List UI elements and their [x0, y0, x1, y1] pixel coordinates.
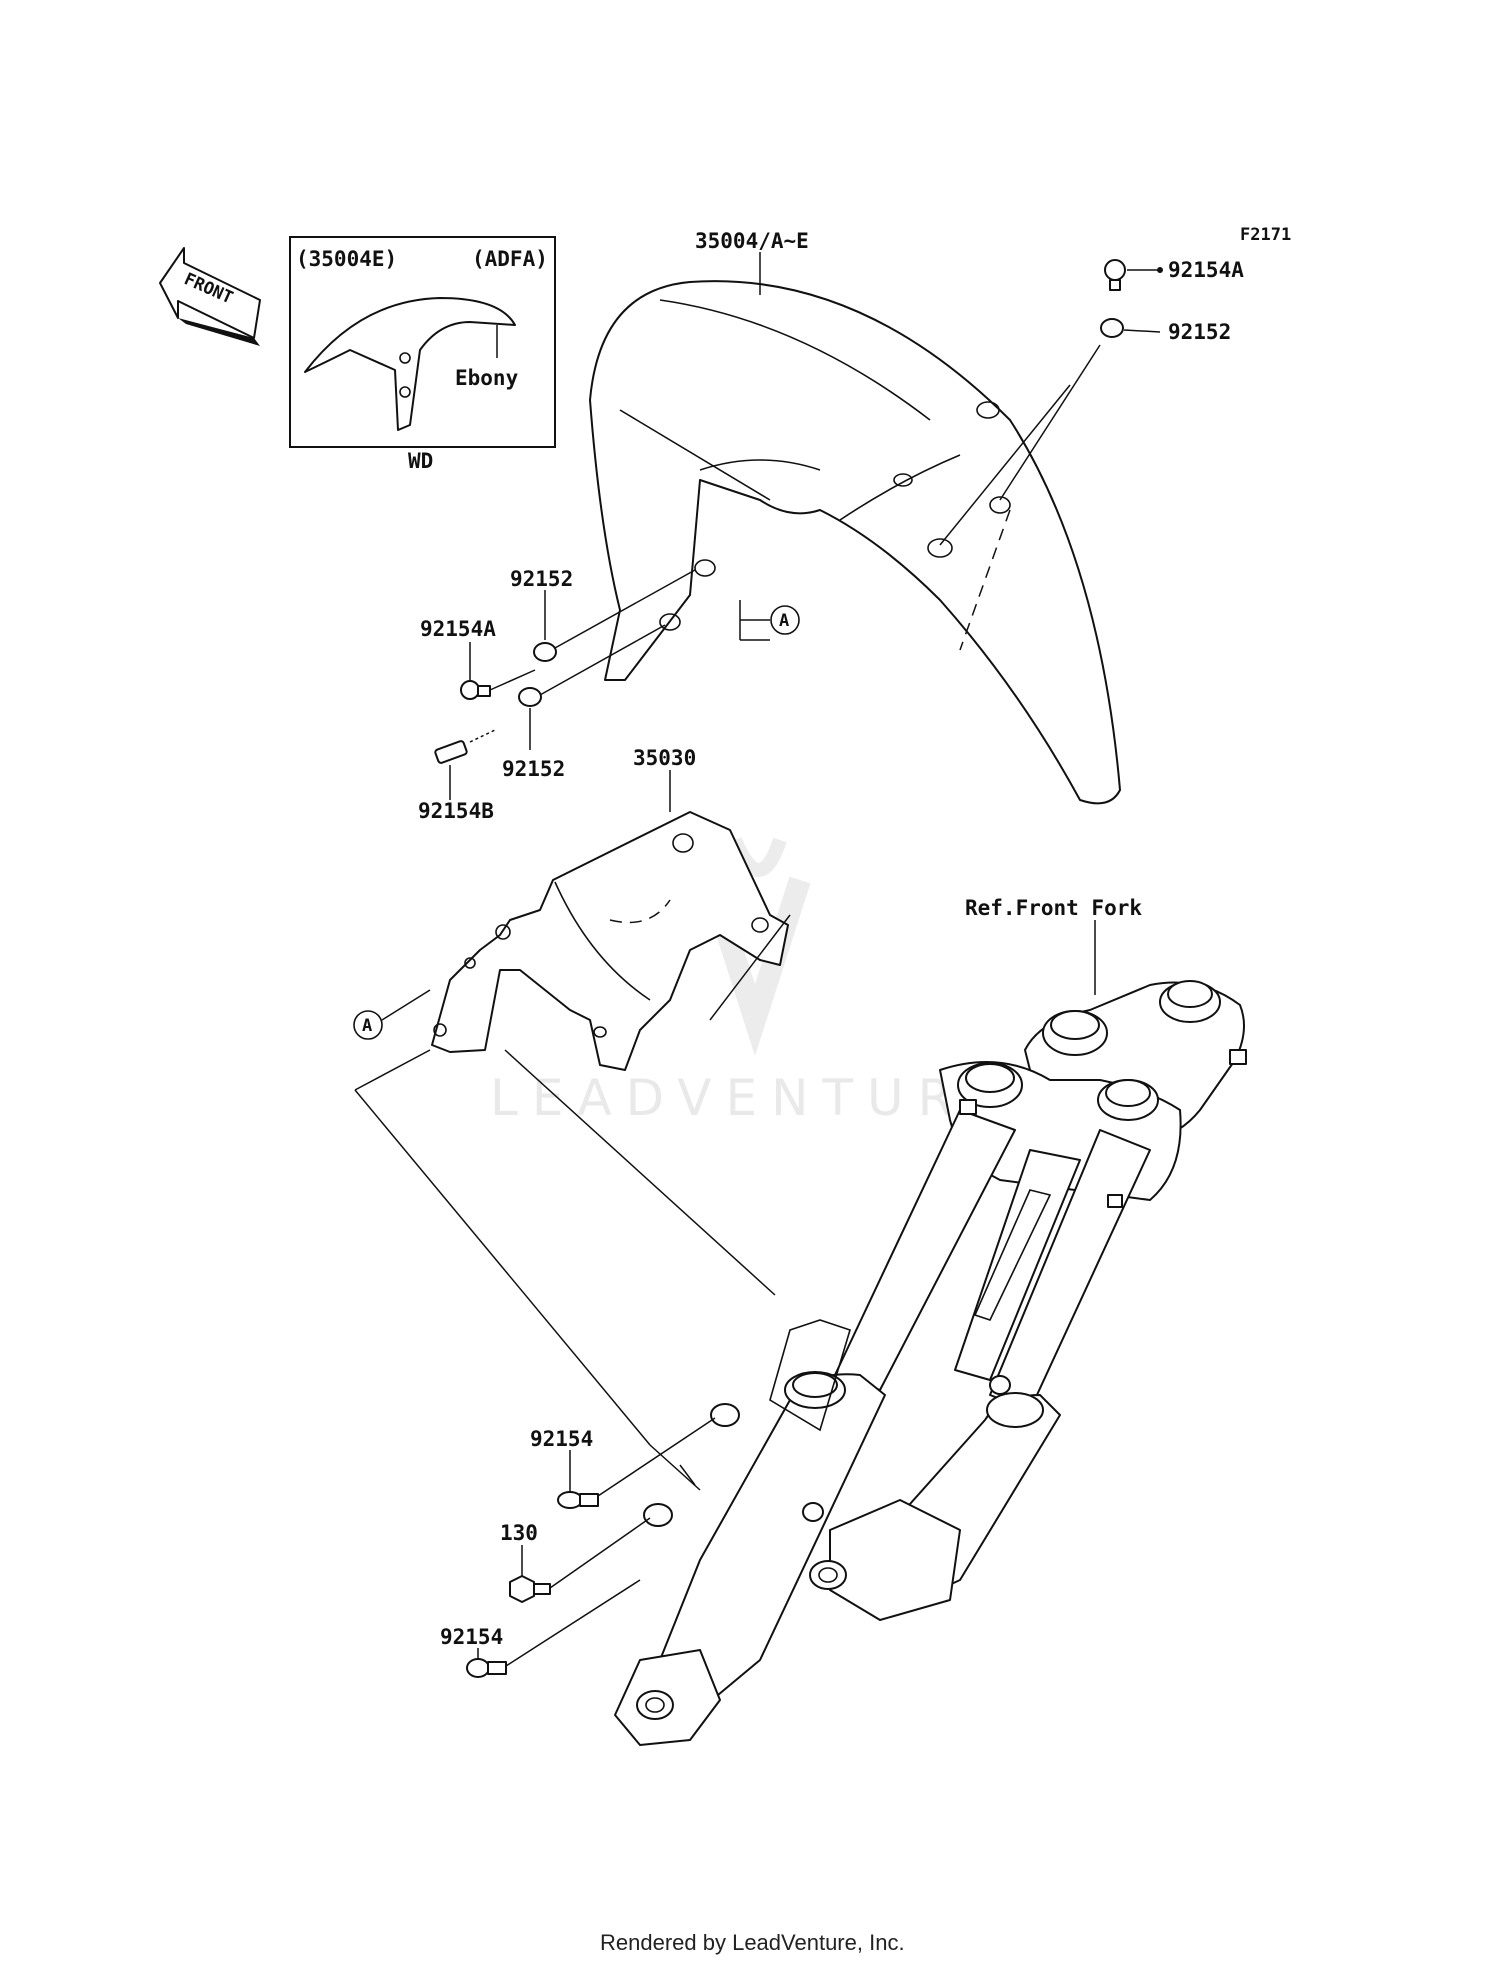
bolt-130 — [509, 1517, 651, 1603]
bolt-92154a-left — [460, 642, 536, 700]
callout-washer-top: 92152 — [1168, 320, 1231, 344]
washer-92152-lower — [518, 624, 666, 750]
inset-right-code: (ADFA) — [472, 247, 548, 271]
callout-bolt-left: 92154A — [420, 617, 496, 641]
inset-fender — [304, 297, 516, 431]
figure-id: F2171 — [1240, 225, 1291, 245]
washer-92152-top — [1100, 318, 1161, 338]
ref-a-lower-letter: A — [362, 1016, 372, 1036]
front-arrow-icon: FRONT — [159, 247, 261, 346]
bolt-92154-fork-2 — [466, 1579, 641, 1678]
fender-bracket — [431, 811, 789, 1071]
ref-a-upper-letter: A — [779, 611, 789, 631]
callout-washer-lower: 92152 — [502, 757, 565, 781]
callout-fender: 35004/A~E — [695, 229, 809, 253]
footer-credit: Rendered by LeadVenture, Inc. — [600, 1930, 905, 1955]
callout-bolt-130: 130 — [500, 1521, 538, 1545]
front-fender — [589, 280, 1121, 805]
callout-bolt-fork-2: 92154 — [440, 1625, 503, 1649]
bolt-92154-fork-1 — [557, 1417, 716, 1509]
washer-92152-left — [533, 569, 696, 662]
callout-bolt-b: 92154B — [418, 799, 494, 823]
ref-a-lower: A — [353, 989, 431, 1040]
inset-color-label: Ebony — [455, 366, 519, 390]
color-inset: (35004E) (ADFA) Ebony WD — [289, 236, 556, 473]
ref-a-upper: A — [739, 600, 800, 641]
inset-caption: WD — [408, 449, 433, 473]
callout-bolt-fork-1: 92154 — [530, 1427, 593, 1451]
callout-washer-left: 92152 — [510, 567, 573, 591]
bolt-92154b — [434, 729, 496, 800]
callout-bracket: 35030 — [633, 746, 696, 770]
front-fork — [614, 980, 1247, 1746]
inset-left-code: (35004E) — [296, 247, 397, 271]
bolt-92154a-top — [1104, 259, 1163, 291]
watermark-text: LEADVENTURE — [490, 1069, 1012, 1127]
callout-front-fork: Ref.Front Fork — [965, 896, 1142, 920]
callout-bolt-top: 92154A — [1168, 258, 1244, 282]
